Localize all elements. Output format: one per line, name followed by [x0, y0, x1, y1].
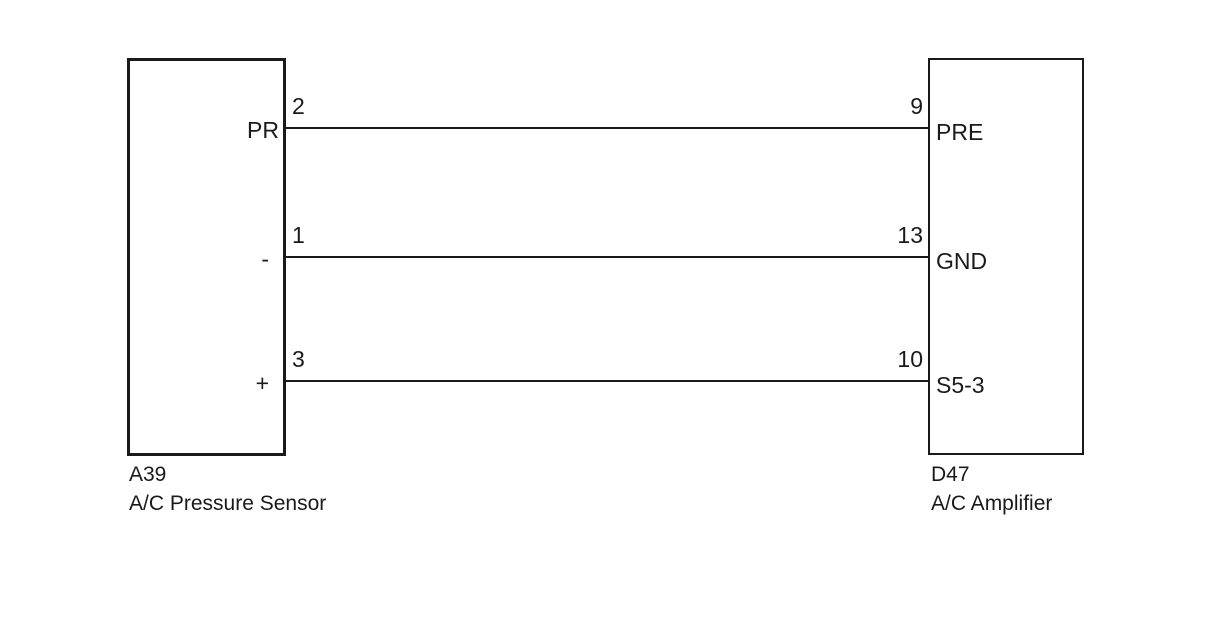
right-terminal-s53-label: S5-3 [936, 372, 985, 398]
right-terminal-pre-label: PRE [936, 119, 984, 145]
right-terminal-gnd-label: GND [936, 248, 988, 274]
right-connector-box [928, 58, 1084, 455]
left-pin-number-1: 1 [292, 222, 305, 248]
left-terminal-plus-label: + [255, 370, 269, 396]
right-component-name: A/C Amplifier [931, 492, 1053, 515]
right-component-id: D47 [931, 463, 970, 486]
left-pin-number-3: 3 [292, 346, 305, 372]
left-terminal-pr-label: PR [247, 117, 279, 143]
wire-pin2-to-pin9 [286, 127, 928, 129]
right-pin-number-9: 9 [910, 93, 923, 119]
right-pin-number-10: 10 [897, 346, 923, 372]
left-component-id: A39 [129, 463, 167, 486]
left-connector-box [127, 58, 286, 456]
left-terminal-minus-label: - [261, 246, 269, 272]
wire-pin1-to-pin13 [286, 256, 928, 258]
left-component-name: A/C Pressure Sensor [129, 492, 327, 515]
left-pin-number-2: 2 [292, 93, 305, 119]
right-pin-number-13: 13 [897, 222, 923, 248]
right-component-caption: D47 A/C Amplifier [931, 460, 1052, 518]
wire-pin3-to-pin10 [286, 380, 928, 382]
left-component-caption: A39 A/C Pressure Sensor [129, 460, 326, 518]
